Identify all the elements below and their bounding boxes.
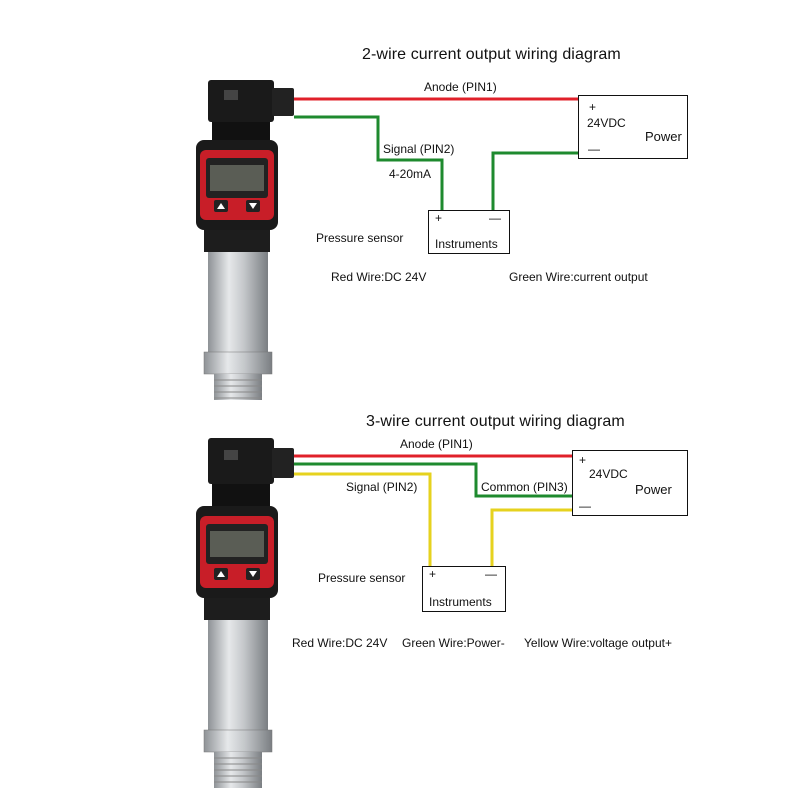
pressure-sensor-label: Pressure sensor — [318, 571, 406, 585]
instrument-plus-symbol: + — [435, 211, 443, 225]
anode-label: Anode (PIN1) — [400, 437, 473, 451]
power-plus-symbol: + — [579, 453, 587, 467]
current-range-label: 4-20mA — [389, 167, 432, 181]
wiring-lines — [294, 97, 578, 211]
power-voltage-label: 24VDC — [587, 116, 626, 130]
instruments-box: + — Instruments — [428, 210, 510, 254]
green-return-wire — [491, 151, 578, 211]
signal-label: Signal (PIN2) — [383, 142, 455, 156]
power-voltage-label: 24VDC — [589, 467, 628, 481]
diagram-title: 3-wire current output wiring diagram — [366, 413, 625, 430]
yellow-signal-wire — [294, 472, 432, 568]
two-wire-diagram: 2-wire current output wiring diagram Ano… — [196, 46, 688, 400]
instrument-minus-symbol: — — [485, 567, 497, 581]
pressure-sensor-label: Pressure sensor — [316, 231, 404, 245]
power-box: + 24VDC Power — — [572, 450, 688, 516]
power-plus-symbol: + — [589, 100, 597, 114]
common-label: Common (PIN3) — [481, 480, 568, 494]
red-wire-legend: Red Wire:DC 24V — [331, 270, 427, 284]
power-name-label: Power — [645, 129, 682, 144]
yellow-wire-legend: Yellow Wire:voltage output+ — [524, 636, 672, 650]
instrument-minus-symbol: — — [489, 211, 501, 225]
instruments-box: + — Instruments — [422, 566, 506, 612]
power-box: + 24VDC Power — — [578, 95, 688, 159]
green-wire-legend: Green Wire:current output — [509, 270, 648, 284]
yellow-return-wire — [490, 508, 572, 568]
red-wire-legend: Red Wire:DC 24V — [292, 636, 388, 650]
green-wire-legend: Green Wire:Power- — [402, 636, 505, 650]
power-minus-symbol: — — [588, 142, 600, 156]
wiring-lines — [294, 454, 572, 568]
signal-label: Signal (PIN2) — [346, 480, 418, 494]
pressure-sensor-image — [196, 438, 294, 788]
green-wire — [294, 462, 572, 498]
diagram-title: 2-wire current output wiring diagram — [362, 46, 621, 63]
pressure-sensor-image — [196, 80, 294, 400]
instrument-plus-symbol: + — [429, 567, 437, 581]
instrument-name-label: Instruments — [435, 237, 498, 251]
three-wire-diagram: 3-wire current output wiring diagram Ano… — [0, 400, 800, 800]
green-signal-wire — [294, 115, 444, 211]
instrument-name-label: Instruments — [429, 595, 492, 609]
power-minus-symbol: — — [579, 499, 591, 513]
power-name-label: Power — [635, 482, 672, 497]
anode-label: Anode (PIN1) — [424, 80, 497, 94]
